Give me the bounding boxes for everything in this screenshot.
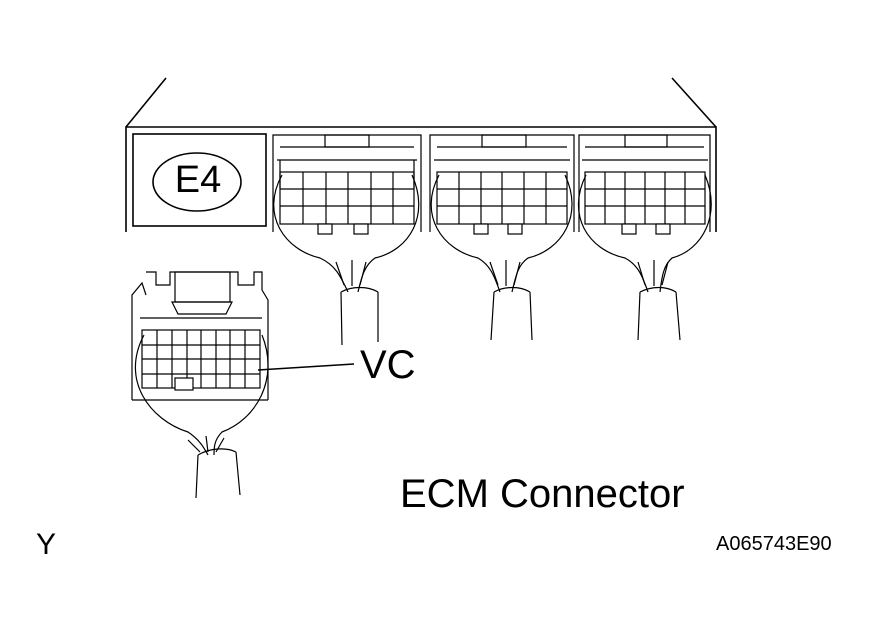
corner-mark: Y bbox=[36, 528, 57, 561]
figure-code: A065743E90 bbox=[716, 533, 832, 555]
connector-tag-e4: E4 bbox=[174, 159, 222, 201]
plug-connector bbox=[131, 271, 269, 499]
ecm-housing bbox=[125, 77, 717, 232]
ecm-connector-1 bbox=[272, 134, 422, 346]
vc-leader-line bbox=[257, 363, 355, 371]
vc-pin-callout: VC bbox=[360, 343, 416, 387]
ecm-connector-2 bbox=[429, 134, 575, 341]
ecm-connector-3 bbox=[577, 134, 712, 341]
ecm-connector-caption: ECM Connector bbox=[400, 472, 685, 516]
